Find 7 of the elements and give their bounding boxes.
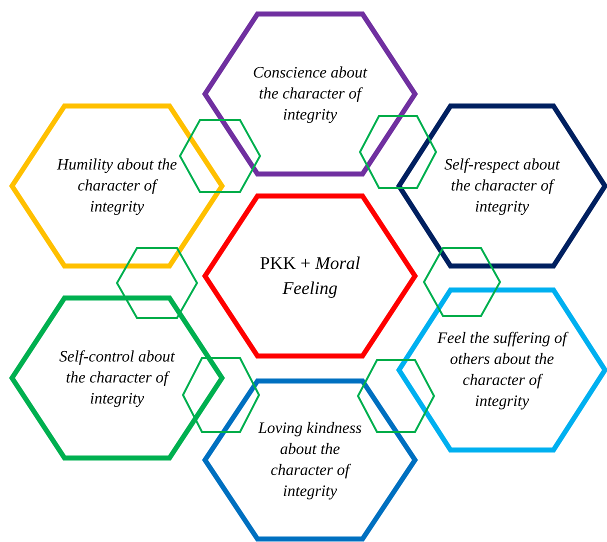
hexagon-label: Humility about the character of integrity — [56, 156, 178, 218]
hexagon-label: Loving kindness about the character of integrity — [257, 419, 363, 502]
hexagon-label: Self-respect about the character of integrity — [443, 156, 561, 218]
hexagon-label: PKK + Moral Feeling — [258, 252, 362, 300]
hexagon-label: Feel the suffering of others about the character of integrity — [437, 329, 567, 412]
hexagon-label: Self-control about the character of integrity — [58, 348, 176, 410]
hexagon-label: Conscience about the character of integrity — [252, 64, 368, 126]
